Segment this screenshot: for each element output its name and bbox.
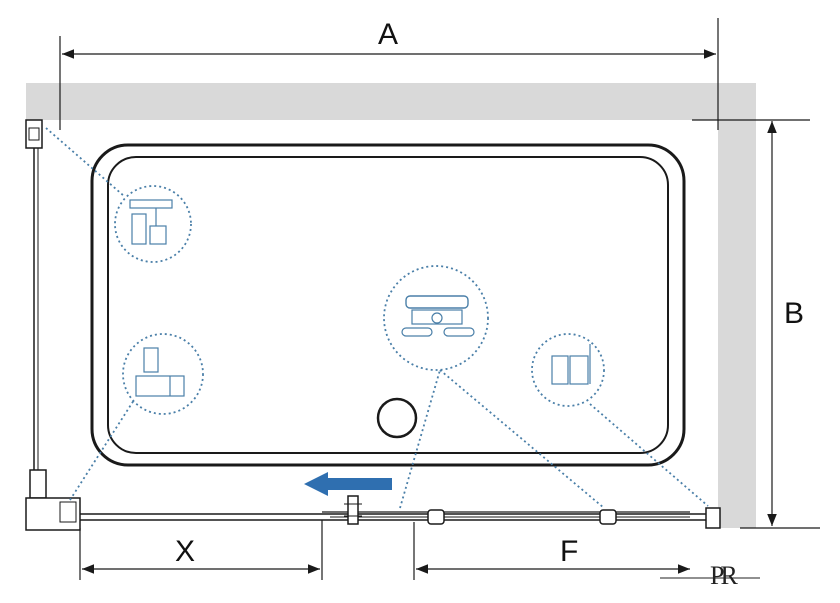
side-wall (718, 120, 756, 528)
arrow-left-icon (304, 472, 392, 496)
dimension-f-label: F (560, 535, 578, 568)
dimension-x-label: X (175, 535, 195, 568)
left-wall-profile-inner (28, 127, 40, 141)
roller-detail-icon (383, 265, 489, 371)
roller-left (427, 509, 445, 525)
dimension-b-label: B (784, 297, 804, 330)
right-wall-profile (705, 507, 721, 529)
shower-tray-inner (107, 156, 669, 454)
left-wall-profile (25, 119, 43, 149)
corner-bracket-inner (59, 501, 77, 523)
back-wall (26, 83, 756, 120)
left-bottom-connector (29, 469, 47, 499)
drain (376, 397, 418, 439)
roller-right (599, 509, 617, 525)
corner-detail-icon (531, 333, 605, 407)
dimension-a-label: A (378, 18, 398, 51)
brand-logo: PR (660, 561, 760, 590)
wall-profile-detail-icon (122, 333, 204, 415)
door-handle (347, 495, 359, 525)
logo-text: PR (710, 561, 738, 590)
callout-leaders (45, 127, 709, 509)
corner-bracket (25, 497, 81, 531)
hinge-detail-icon (114, 185, 192, 263)
